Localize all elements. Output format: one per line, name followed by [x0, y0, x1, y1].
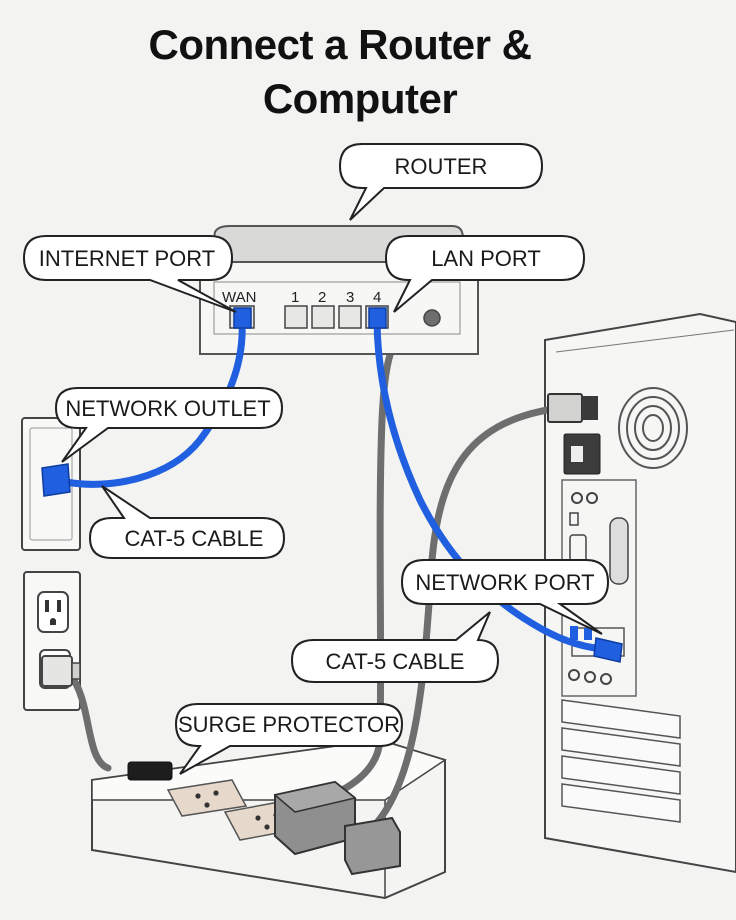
callout-internet-port-label: INTERNET PORT	[39, 246, 215, 271]
port-3-label: 3	[346, 289, 354, 306]
callout-router-label: ROUTER	[395, 154, 488, 179]
callout-internet-port: INTERNET PORT	[22, 235, 237, 313]
callout-lan-port: LAN PORT	[384, 235, 586, 313]
page-title: Connect a Router & Computer	[0, 18, 680, 126]
callout-network-port: NETWORK PORT	[400, 559, 610, 635]
computer-tower	[544, 312, 736, 874]
lan-port-2	[311, 305, 335, 329]
lan-rj45-plug	[368, 307, 387, 329]
callout-cat5-cable-left-label: CAT-5 CABLE	[125, 526, 264, 551]
port-2-label: 2	[318, 289, 326, 306]
computer-power-plug-surge	[344, 816, 401, 876]
lan-port-3	[338, 305, 362, 329]
callout-network-port-label: NETWORK PORT	[415, 570, 594, 595]
callout-cat5-cable-right: CAT-5 CABLE	[290, 611, 500, 683]
callout-surge-protector-label: SURGE PROTECTOR	[178, 712, 400, 737]
port-4-label: 4	[373, 289, 381, 306]
wan-ethernet-cable	[62, 318, 246, 488]
fan-icon	[618, 387, 688, 469]
title-line-2: Computer	[262, 75, 458, 122]
callout-network-outlet-label: NETWORK OUTLET	[65, 396, 270, 421]
wall-power-plug	[41, 655, 81, 687]
wall-power-cable	[66, 671, 112, 772]
callout-network-outlet: NETWORK OUTLET	[54, 387, 284, 463]
title-line-1: Connect a Router &	[148, 21, 532, 68]
computer-rj45-plug	[570, 626, 623, 663]
callout-cat5-cable-left: CAT-5 CABLE	[88, 485, 286, 559]
callout-cat5-cable-right-label: CAT-5 CABLE	[326, 649, 465, 674]
router-power-adapter	[273, 780, 357, 856]
lan-port-1	[284, 305, 308, 329]
wan-rj45-plug	[233, 307, 252, 329]
callout-lan-port-label: LAN PORT	[431, 246, 541, 271]
wan-label: WAN	[222, 289, 256, 306]
callout-surge-protector: SURGE PROTECTOR	[174, 703, 404, 775]
callout-router: ROUTER	[338, 143, 544, 221]
outlet-rj45-plug	[41, 463, 71, 497]
port-1-label: 1	[291, 289, 299, 306]
power-wall-outlet	[23, 571, 81, 711]
router-power-jack	[423, 309, 441, 327]
computer-power-plug	[547, 393, 598, 423]
lan-ethernet-cable	[373, 318, 616, 654]
